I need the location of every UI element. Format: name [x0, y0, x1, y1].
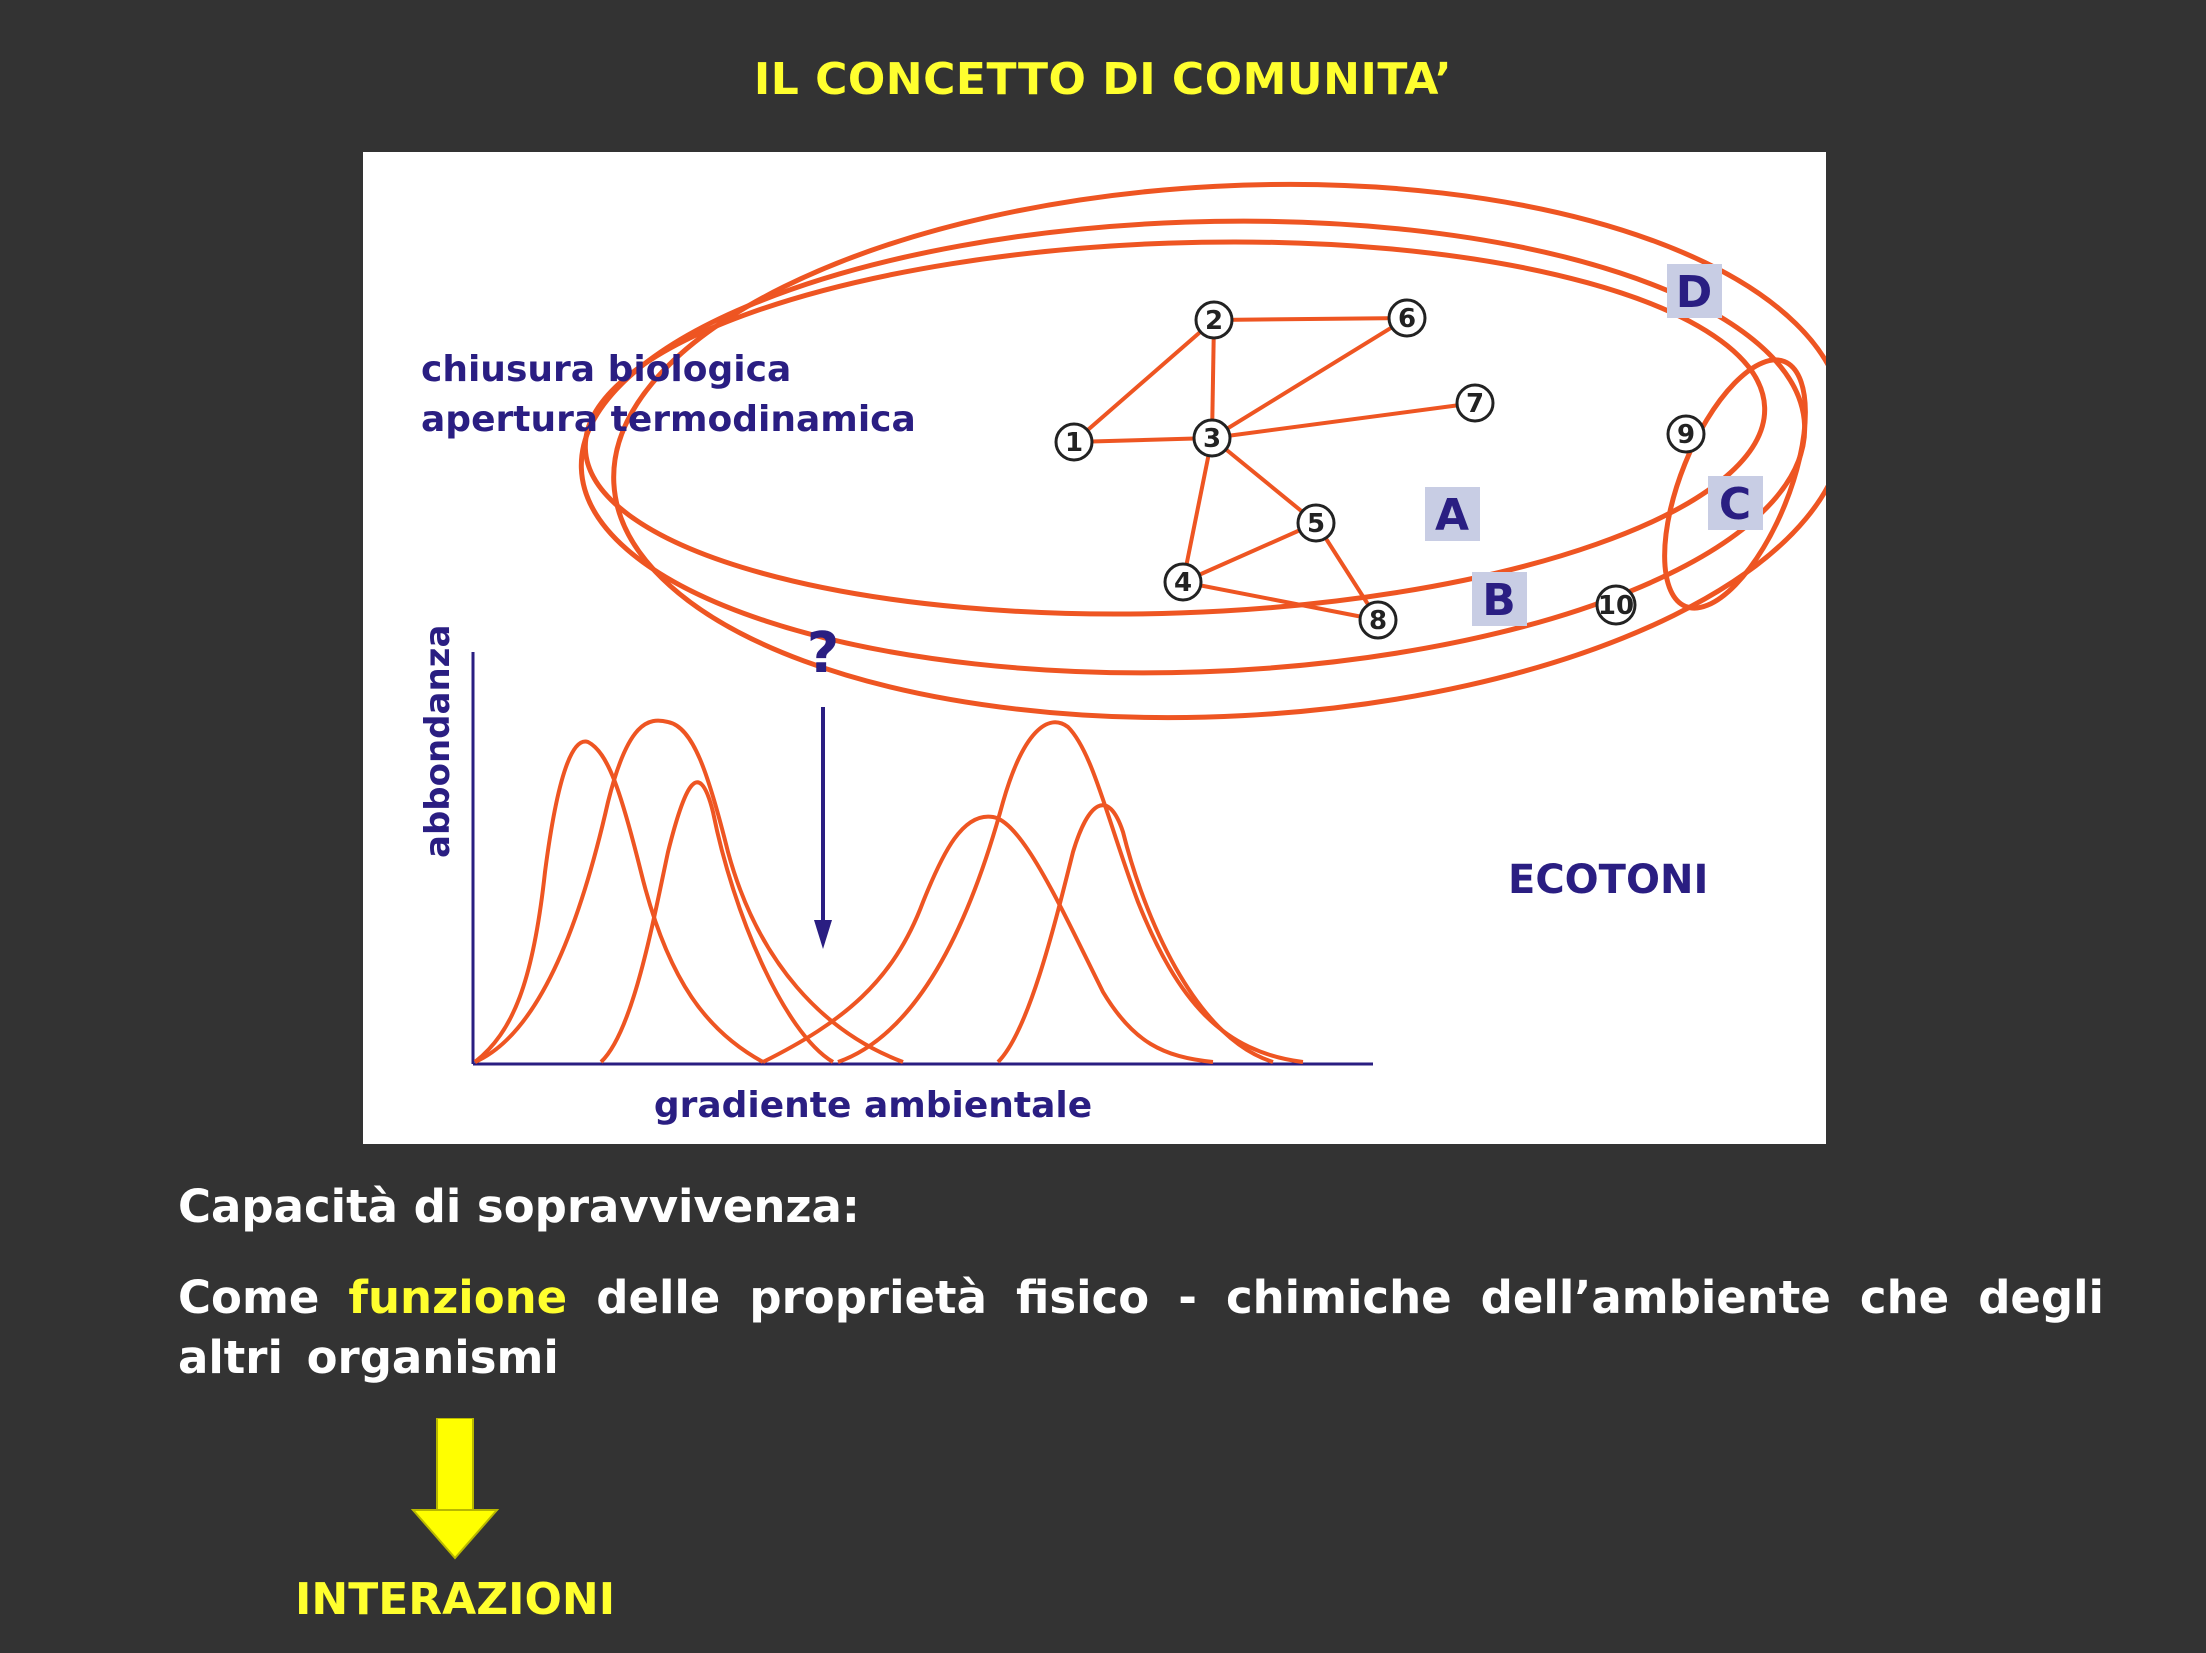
edge-2-6 — [1213, 316, 1408, 322]
node-4: 4 — [1163, 562, 1203, 602]
edge-1-2 — [1072, 318, 1216, 444]
svg-text:9: 9 — [1677, 420, 1695, 450]
node-7: 7 — [1455, 383, 1495, 423]
label-box-C — [1708, 476, 1763, 530]
x-axis-label: gradiente ambientale — [654, 1085, 1092, 1126]
svg-text:7: 7 — [1466, 389, 1484, 419]
label-box-D — [1667, 264, 1722, 318]
label-apertura: apertura termodinamica — [421, 399, 916, 440]
label-chiusura: chiusura biologica — [421, 349, 791, 390]
edge-3-5 — [1210, 436, 1318, 525]
edge-3-7 — [1211, 401, 1476, 440]
node-2: 2 — [1194, 300, 1234, 340]
label-A: A — [1435, 490, 1469, 541]
ellipse-A — [582, 239, 1768, 617]
label-B: B — [1482, 575, 1516, 626]
ellipse-group — [578, 181, 1826, 721]
network-edges — [1072, 316, 1476, 622]
edge-4-5 — [1182, 521, 1317, 584]
question-arrow-head — [814, 920, 832, 949]
svg-text:5: 5 — [1307, 509, 1325, 539]
ellipse-D — [611, 181, 1826, 721]
ellipse-C — [1662, 357, 1808, 611]
abundance-curves — [473, 718, 1304, 1064]
curve-1 — [473, 739, 764, 1064]
paragraph: Come funzione delle proprietà fisico - c… — [178, 1268, 2104, 1388]
curve-4 — [762, 814, 1214, 1064]
node-10: 10 — [1595, 584, 1637, 626]
node-8: 8 — [1358, 600, 1398, 640]
edge-3-6 — [1210, 316, 1409, 440]
label-box-A — [1425, 487, 1480, 541]
down-arrow-icon — [410, 1418, 500, 1560]
community-diagram: 1 2 3 4 5 6 7 8 9 10 D C A B chiusura bi… — [418, 181, 1826, 1126]
node-6: 6 — [1387, 298, 1427, 338]
question-mark: ? — [807, 621, 839, 686]
svg-text:4: 4 — [1174, 568, 1192, 598]
node-3: 3 — [1192, 418, 1232, 458]
svg-text:2: 2 — [1205, 306, 1223, 336]
heading: Capacità di sopravvivenza: — [178, 1180, 860, 1233]
node-9: 9 — [1666, 414, 1706, 454]
paragraph-end: delle proprietà fisico - chimiche dell’a… — [178, 1271, 2104, 1384]
abundance-graph: ? abbondanza gradiente ambientale — [418, 621, 1373, 1126]
conclusion: INTERAZIONI — [295, 1574, 616, 1625]
svg-text:6: 6 — [1398, 304, 1416, 334]
svg-text:10: 10 — [1598, 591, 1634, 621]
ecotoni-label: ECOTONI — [1508, 857, 1708, 903]
curve-3 — [599, 780, 835, 1064]
slide-title: IL CONCETTO DI COMUNITA’ — [753, 54, 1453, 105]
y-axis-label: abbondanza — [418, 625, 458, 858]
edge-3-4 — [1181, 437, 1214, 583]
edge-2-3 — [1210, 319, 1216, 439]
label-D: D — [1676, 267, 1713, 318]
curve-2 — [474, 718, 904, 1064]
paragraph-highlight: funzione — [348, 1271, 568, 1324]
node-1: 1 — [1054, 422, 1094, 462]
ellipse-labels: D C A B — [1425, 264, 1763, 626]
paragraph-start: Come — [178, 1271, 349, 1324]
svg-text:8: 8 — [1369, 606, 1387, 636]
svg-text:3: 3 — [1203, 424, 1221, 454]
figure-panel: 1 2 3 4 5 6 7 8 9 10 D C A B chiusura bi… — [363, 152, 1826, 1144]
label-box-B — [1472, 572, 1527, 626]
label-C: C — [1719, 479, 1751, 530]
edge-1-3 — [1073, 436, 1213, 444]
svg-text:1: 1 — [1065, 428, 1083, 458]
curve-5 — [837, 720, 1304, 1064]
curve-6 — [996, 803, 1274, 1064]
edge-4-8 — [1182, 580, 1379, 622]
node-5: 5 — [1296, 503, 1336, 543]
network-nodes: 1 2 3 4 5 6 7 8 9 10 — [1054, 298, 1706, 640]
